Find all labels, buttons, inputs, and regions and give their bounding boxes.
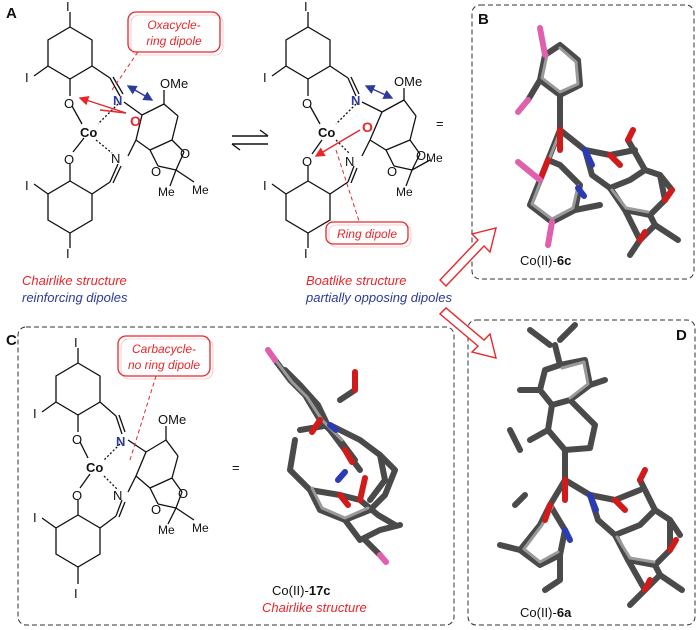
acetal-o: O (180, 146, 190, 161)
methyl-group: Me (396, 185, 413, 199)
iodo-atom: I (304, 246, 308, 261)
methyl-group: Me (426, 151, 443, 165)
caption-6c: Co(II)-6c (520, 253, 571, 268)
hollow-arrow-to-d (438, 307, 497, 359)
imine-n-blue: N (116, 434, 125, 449)
caption-chairlike-c: Chairlike structure (262, 600, 367, 615)
caption-opposing: partially opposing dipoles (305, 290, 452, 305)
dipole-arrows-2 (314, 85, 394, 225)
carbacycle-label-2: no ring dipole (128, 358, 200, 372)
imine-n: N (345, 154, 354, 169)
methoxy-group: OMe (394, 74, 422, 89)
oxacycle-label-1: Oxacycle- (147, 18, 200, 32)
imine-n-blue: N (113, 93, 122, 108)
phenoxide-o: O (72, 432, 82, 447)
caption-17c: Co(II)-17c (272, 583, 331, 598)
iodo-atom: I (263, 178, 267, 193)
equals-sign: = (436, 116, 444, 131)
ring-oxygen-red: O (362, 119, 373, 135)
acetal-o: O (416, 148, 426, 163)
phenoxide-o: O (64, 96, 74, 111)
iodo-atom: I (66, 0, 70, 14)
oxacycle-callout: Oxacycle- ring dipole (127, 11, 224, 56)
structure-chairlike (33, 12, 195, 248)
equals-sign: = (232, 460, 240, 475)
compound-prefix: Co(II)- (272, 583, 309, 598)
panel-d-frame (467, 319, 696, 626)
cobalt-atom: Co (318, 125, 335, 140)
methyl-group: Me (192, 183, 209, 197)
structure-chairlike-atoms: I I O N Co O N I I OMe O O Me Me (25, 0, 209, 261)
imine-n-blue: N (351, 93, 360, 108)
iodo-atom: I (74, 335, 78, 350)
methyl-group: Me (192, 521, 209, 535)
ring-dipole-callout: Ring dipole (325, 221, 412, 248)
structure-carbacycle (41, 348, 195, 584)
phenoxide-o: O (64, 152, 74, 167)
phenoxide-o: O (302, 96, 312, 111)
structure-boatlike (271, 12, 431, 248)
structure-carbacycle-atoms: I I O N Co O N I I OMe O O Me Me (33, 335, 209, 601)
imine-n: N (113, 488, 122, 503)
caption-reinforcing: reinforcing dipoles (22, 290, 128, 305)
iodo-atom: I (33, 406, 37, 421)
panel-b-frame (471, 4, 695, 280)
panel-c-label: C (6, 332, 17, 349)
carbacycle-leader (129, 375, 157, 461)
hollow-arrow-to-b (439, 227, 497, 288)
model-6c (515, 25, 681, 258)
cobalt-atom: Co (80, 125, 97, 140)
svg-text:Co(II)-17c: Co(II)-17c (272, 583, 331, 598)
phenoxide-o: O (72, 488, 82, 503)
iodo-atom: I (263, 70, 267, 85)
compound-id: 6c (557, 253, 571, 268)
iodo-atom: I (33, 510, 37, 525)
acetal-o: O (387, 164, 397, 179)
ring-dipole-label: Ring dipole (337, 227, 397, 241)
iodo-atom: I (25, 178, 29, 193)
phenoxide-o: O (302, 154, 312, 169)
svg-text:Co(II)-6a: Co(II)-6a (520, 605, 572, 620)
acetal-o: O (178, 486, 188, 501)
carbacycle-callout: Carbacycle- no ring dipole (117, 335, 214, 380)
caption-6a: Co(II)-6a (520, 605, 572, 620)
methoxy-group: OMe (158, 412, 186, 427)
iodo-atom: I (304, 0, 308, 14)
caption-boatlike: Boatlike structure (306, 273, 406, 288)
panel-b-label: B (478, 11, 489, 28)
iodo-atom: I (66, 246, 70, 261)
svg-text:Co(II)-6c: Co(II)-6c (520, 253, 571, 268)
panel-d-label: D (676, 327, 687, 344)
carbacycle-label-1: Carbacycle- (132, 342, 196, 356)
compound-prefix: Co(II)- (520, 253, 557, 268)
structure-boatlike-atoms: I I O N Co O N I I OMe O O Me Me (263, 0, 443, 261)
model-17c (265, 347, 403, 565)
panel-c-frame (17, 326, 455, 626)
cobalt-atom: Co (86, 460, 103, 475)
iodo-atom: I (25, 70, 29, 85)
ring-oxygen-red: O (130, 113, 141, 129)
acetal-o: O (151, 502, 161, 517)
methyl-group: Me (158, 185, 175, 199)
acetal-o: O (151, 164, 161, 179)
compound-prefix: Co(II)- (520, 605, 557, 620)
oxacycle-label-2: ring dipole (146, 34, 202, 48)
compound-id: 17c (309, 583, 331, 598)
imine-n: N (111, 151, 120, 166)
methyl-group: Me (158, 523, 175, 537)
methoxy-group: OMe (160, 76, 188, 91)
model-6a (497, 322, 685, 608)
equilibrium-arrows (231, 129, 269, 151)
panel-a-label: A (6, 5, 17, 22)
caption-chairlike: Chairlike structure (22, 273, 127, 288)
compound-id: 6a (557, 605, 572, 620)
iodo-atom: I (74, 586, 78, 601)
